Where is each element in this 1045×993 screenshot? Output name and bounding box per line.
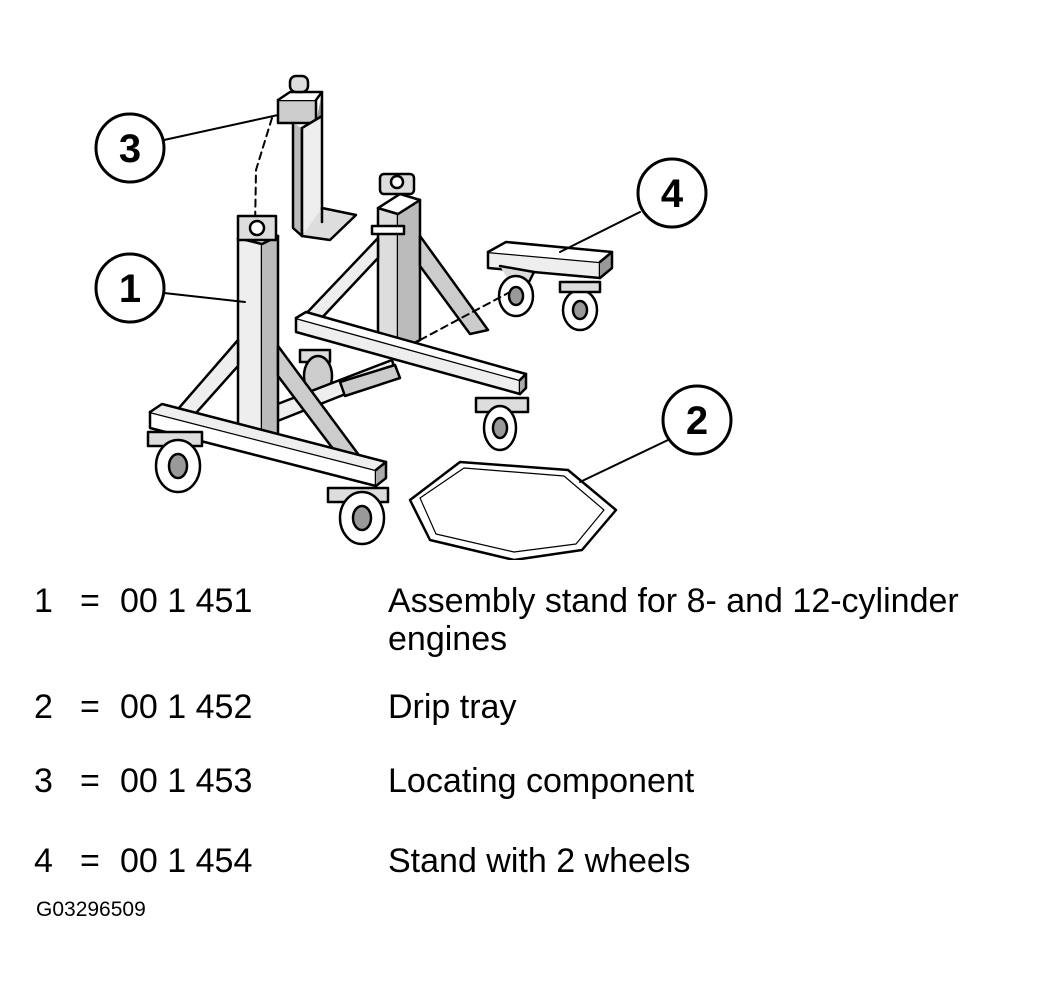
legend-description: Assembly stand for 8- and 12-cylinder en… — [388, 582, 959, 658]
figure-id: G03296509 — [36, 898, 146, 921]
legend-row: 2 = 00 1 452 Drip tray — [0, 688, 1045, 728]
legend-row: 3 = 00 1 453 Locating component — [0, 762, 1045, 802]
assembly-stand-drawing — [146, 172, 530, 546]
legend-number: 4 — [34, 842, 53, 880]
legend-part-code: 00 1 454 — [120, 842, 253, 880]
legend-description: Drip tray — [388, 688, 517, 726]
wheel-stand-drawing — [419, 240, 614, 341]
legend-row: 4 = 00 1 454 Stand with 2 wheels — [0, 842, 1045, 882]
legend-equals: = — [80, 688, 100, 726]
callout-2-label: 2 — [686, 399, 708, 443]
legend-description: Locating component — [388, 762, 695, 800]
drip-tray-drawing — [408, 460, 618, 560]
callout-3: 3 — [94, 112, 279, 184]
callout-3-label: 3 — [119, 127, 141, 171]
callout-1-label: 1 — [119, 267, 141, 311]
legend-part-code: 00 1 453 — [120, 762, 253, 800]
legend-number: 2 — [34, 688, 53, 726]
locating-component-drawing — [254, 74, 358, 242]
callout-1: 1 — [94, 252, 246, 324]
legend-number: 3 — [34, 762, 53, 800]
legend-description: Stand with 2 wheels — [388, 842, 691, 880]
callout-2: 2 — [579, 384, 733, 483]
legend-equals: = — [80, 762, 100, 800]
legend-number: 1 — [34, 582, 53, 620]
legend-part-code: 00 1 451 — [120, 582, 253, 620]
legend-row: 1 = 00 1 451 Assembly stand for 8- and 1… — [0, 582, 1045, 658]
legend-part-code: 00 1 452 — [120, 688, 253, 726]
legend-equals: = — [80, 582, 100, 620]
legend-equals: = — [80, 842, 100, 880]
callout-4-label: 4 — [661, 172, 684, 216]
callout-4: 4 — [559, 157, 708, 253]
assembly-stand-illustration: 3 1 4 2 — [94, 74, 733, 560]
